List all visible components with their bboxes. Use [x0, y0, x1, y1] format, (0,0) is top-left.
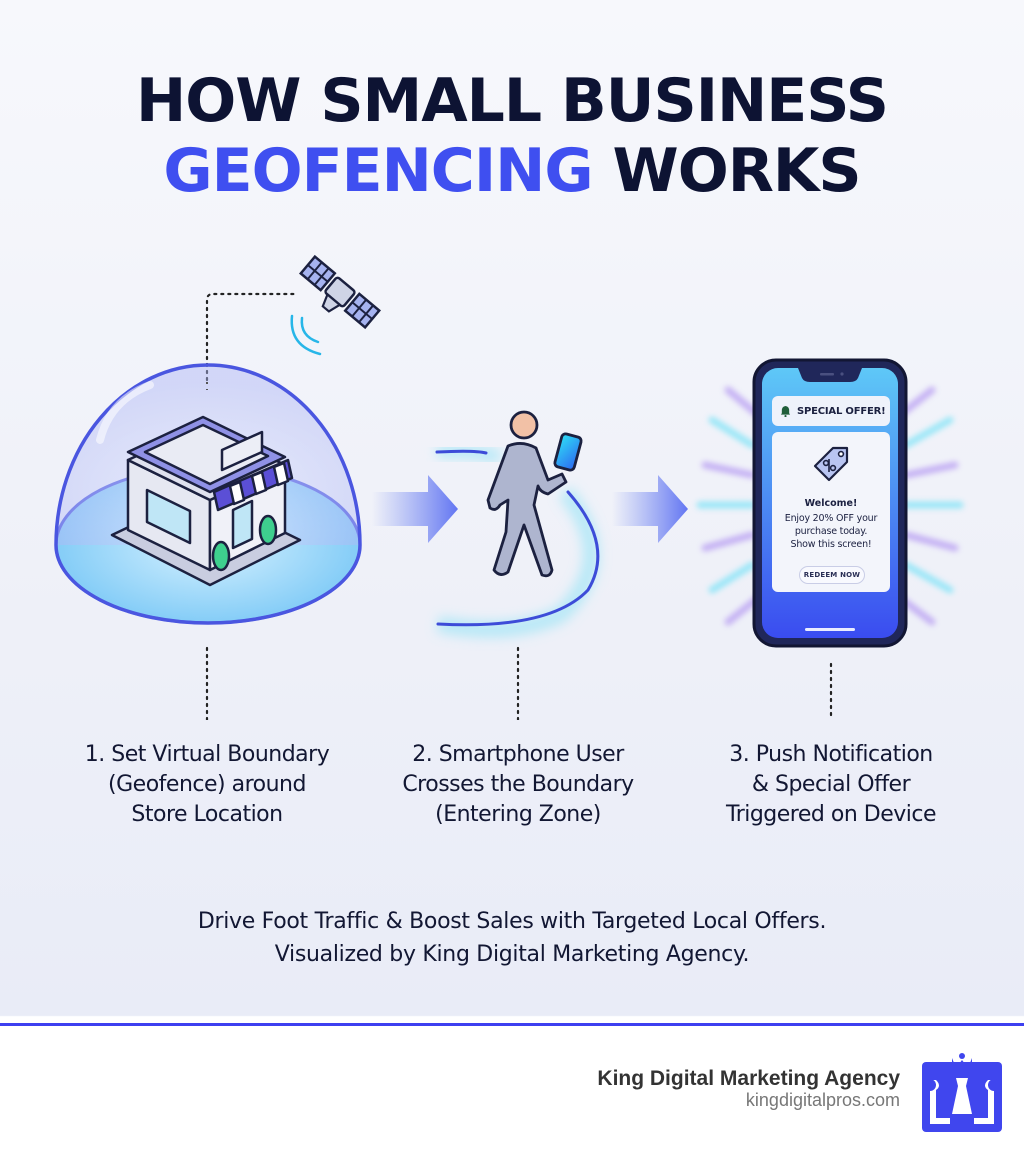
tagline-line-2: Visualized by King Digital Marketing Age…: [274, 942, 750, 967]
notification-banner: SPECIAL OFFER!: [772, 396, 890, 426]
phone-screen: SPECIAL OFFER! Welcome! Enjoy 20% OFF yo…: [769, 386, 893, 616]
step-1-line: 1. Set Virtual Boundary: [84, 742, 330, 767]
offer-body-line: Show this screen!: [790, 539, 872, 550]
redeem-now-button[interactable]: REDEEM NOW: [799, 566, 865, 584]
tagline: Drive Foot Traffic & Boost Sales with Ta…: [0, 905, 1024, 971]
infographic: HOW SMALL BUSINESS GEOFENCING WORKS: [0, 66, 1024, 971]
title-line-2-rest: WORKS: [592, 136, 862, 206]
footer-divider: [0, 1023, 1024, 1026]
signal-waves-icon: [290, 314, 322, 356]
step-connectors: [205, 646, 833, 720]
step-1-line: (Geofence) around: [108, 772, 306, 797]
step-3-label: 3. Push Notification & Special Offer Tri…: [671, 740, 991, 830]
store-icon: [110, 415, 302, 587]
satellite-icon: [298, 254, 382, 330]
step-2-line: Crosses the Boundary: [402, 772, 634, 797]
step-3-line: Triggered on Device: [725, 802, 937, 827]
walking-person-icon: [486, 410, 583, 578]
offer-body-line: Enjoy 20% OFF your: [784, 513, 878, 524]
arrow-right-icon: [372, 475, 458, 543]
offer-body-line: purchase today.: [794, 526, 868, 537]
brand-logo-icon: [922, 1052, 1002, 1132]
step-2-line: 2. Smartphone User: [412, 742, 624, 767]
step-3-line: 3. Push Notification: [729, 742, 933, 767]
brand-name: King Digital Marketing Agency: [597, 1067, 900, 1090]
step-1-label: 1. Set Virtual Boundary (Geofence) aroun…: [47, 740, 367, 830]
offer-welcome-text: Welcome!: [804, 498, 858, 509]
title-accent-word: GEOFENCING: [163, 136, 593, 206]
offer-card: Welcome! Enjoy 20% OFF your purchase tod…: [772, 432, 890, 592]
offer-body-text: Enjoy 20% OFF your purchase today. Show …: [772, 512, 890, 551]
arrow-right-icon: [612, 475, 688, 543]
footer: King Digital Marketing Agency kingdigita…: [0, 1026, 1024, 1154]
geofence-boundary-path: [435, 443, 600, 638]
notification-title: SPECIAL OFFER!: [797, 405, 886, 417]
tagline-line-1: Drive Foot Traffic & Boost Sales with Ta…: [197, 909, 827, 934]
bell-icon: [780, 405, 791, 417]
title-line-1: HOW SMALL BUSINESS: [136, 66, 889, 136]
step-2-label: 2. Smartphone User Crosses the Boundary …: [358, 740, 678, 830]
discount-tag-icon: [813, 446, 849, 482]
step-3-line: & Special Offer: [751, 772, 911, 797]
step-1-line: Store Location: [131, 802, 283, 827]
step-2-line: (Entering Zone): [435, 802, 601, 827]
satellite-link-line: [205, 292, 298, 382]
page-title: HOW SMALL BUSINESS GEOFENCING WORKS: [0, 66, 1024, 206]
brand-url[interactable]: kingdigitalpros.com: [745, 1090, 900, 1110]
